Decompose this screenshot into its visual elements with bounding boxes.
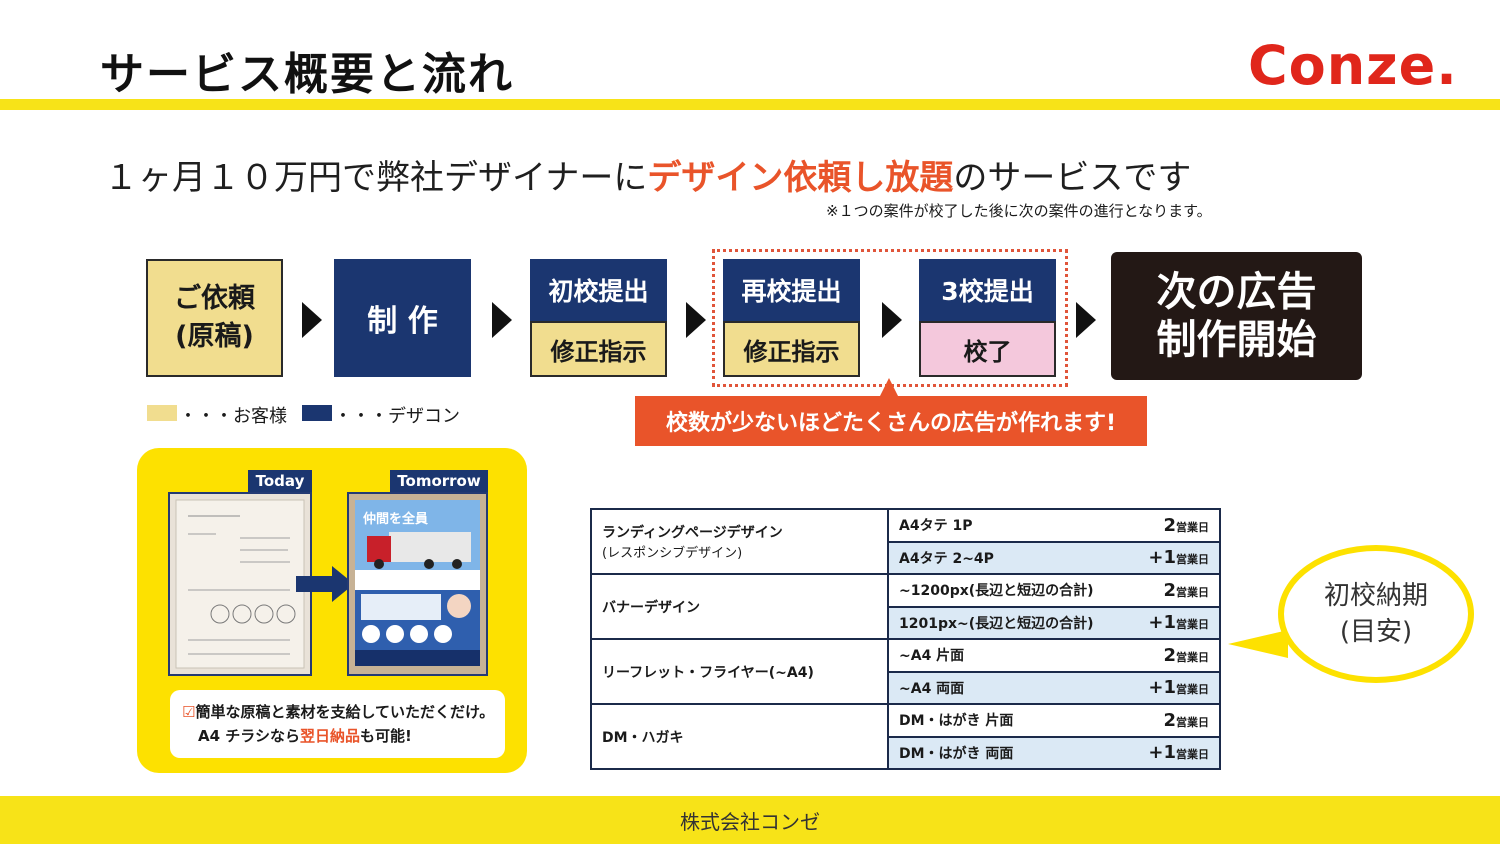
headline-pre: １ヶ月１０万円で弊社デザイナーに [104, 158, 648, 198]
table-row: A4タテ 2~4P+1営業日 [591, 540, 1221, 575]
flow-step-final-approval: 校了 [919, 321, 1056, 377]
tomorrow-tag: Tomorrow [390, 470, 488, 492]
draft-sketch-icon [175, 499, 305, 669]
right-arrow-icon [296, 566, 354, 602]
footer-company: 株式会社コンゼ [0, 796, 1500, 844]
flow-arrow-icon [1076, 302, 1096, 338]
bubble-line1: 初校納期 [1323, 581, 1428, 611]
flow-step-second-proof: 再校提出 [723, 259, 860, 321]
service-name: ランディングページデザイン(レスポンシブデザイン) [590, 508, 889, 575]
legend-designer-label: ・・・デザコン [334, 402, 460, 428]
table-row: バナーデザイン ~1200px(長辺と短辺の合計)2営業日 [590, 573, 1221, 640]
finished-flyer-image: 仲間を全員 [347, 492, 488, 676]
legend-designer-swatch [302, 405, 332, 421]
draft-manuscript-image [168, 492, 312, 676]
flyer-truck-icon [355, 500, 480, 666]
flow-arrow-icon [686, 302, 706, 338]
spec-cell: A4タテ 2~4P+1営業日 [887, 540, 1221, 575]
headline: １ヶ月１０万円で弊社デザイナーにデザイン依頼し放題のサービスです [104, 150, 1191, 199]
flow-step-second-revision: 修正指示 [723, 321, 860, 377]
table-row: DM・はがき 両面+1営業日 [591, 735, 1221, 770]
table-row: ~A4 両面+1営業日 [591, 670, 1221, 705]
flow-arrow-icon [492, 302, 512, 338]
sample-note-line2: A4 チラシなら翌日納品も可能! [198, 724, 412, 748]
flow-step-request-line1: ご依頼 [174, 283, 255, 314]
flow-step-next-ad: 次の広告 制作開始 [1111, 252, 1362, 380]
sample-note-line2-highlight: 翌日納品 [299, 727, 360, 745]
service-name: DM・ハガキ [590, 703, 889, 770]
spec-cell: ~1200px(長辺と短辺の合計)2営業日 [887, 573, 1221, 608]
sample-note-line1: ☑簡単な原稿と素材を支給していただくだけ。 [182, 700, 494, 724]
flow-step-next-ad-line2: 制作開始 [1156, 317, 1317, 363]
flow-step-request: ご依頼 (原稿) [146, 259, 283, 377]
legend-designer-prefix: ・・・デザコン [334, 406, 460, 427]
delivery-bubble: 初校納期 (目安) [1278, 545, 1474, 683]
sample-note-card [170, 690, 505, 758]
bubble-tail [1228, 630, 1288, 658]
flow-arrow-icon [302, 302, 322, 338]
flow-arrow-icon [882, 302, 902, 338]
spec-cell: ~A4 両面+1営業日 [887, 670, 1221, 705]
spec-cell: 1201px~(長辺と短辺の合計)+1営業日 [887, 605, 1221, 640]
headline-highlight: デザイン依頼し放題 [647, 158, 954, 198]
callout-pointer [880, 378, 898, 396]
flow-step-first-revision: 修正指示 [530, 321, 667, 377]
flow-step-next-ad-line1: 次の広告 [1156, 269, 1317, 315]
flow-step-production: 制 作 [334, 259, 471, 377]
spec-cell: DM・はがき 両面+1営業日 [887, 735, 1221, 770]
flyer-headline: 仲間を全員 [363, 512, 429, 527]
service-name: バナーデザイン [590, 573, 889, 640]
service-name: リーフレット・フライヤー(~A4) [590, 638, 889, 705]
headline-note: ※１つの案件が校了した後に次の案件の進行となります。 [826, 202, 1212, 220]
callout-banner: 校数が少ないほどたくさんの広告が作れます! [635, 396, 1147, 446]
bubble-line2: (目安) [1339, 617, 1413, 647]
page-title: サービス概要と流れ [100, 49, 514, 100]
legend-customer-swatch [147, 405, 177, 421]
conze-logo: Conze. [1248, 34, 1458, 97]
today-tag: Today [248, 470, 312, 492]
headline-post: のサービスです [953, 158, 1192, 198]
sample-note-line1-text: 簡単な原稿と素材を支給していただくだけ。 [195, 703, 495, 721]
sample-note-line2-pre: A4 チラシなら [198, 727, 300, 745]
flow-step-third-proof: 3校提出 [919, 259, 1056, 321]
table-row: 1201px~(長辺と短辺の合計)+1営業日 [591, 605, 1221, 640]
flow-step-first-proof: 初校提出 [530, 259, 667, 321]
legend-customer-label: ・・・お客様 [179, 406, 287, 427]
sample-note-line2-post: も可能! [359, 727, 412, 745]
flow-step-request-line2: (原稿) [175, 321, 254, 352]
top-yellow-bar [0, 99, 1500, 110]
check-icon: ☑ [182, 703, 196, 721]
